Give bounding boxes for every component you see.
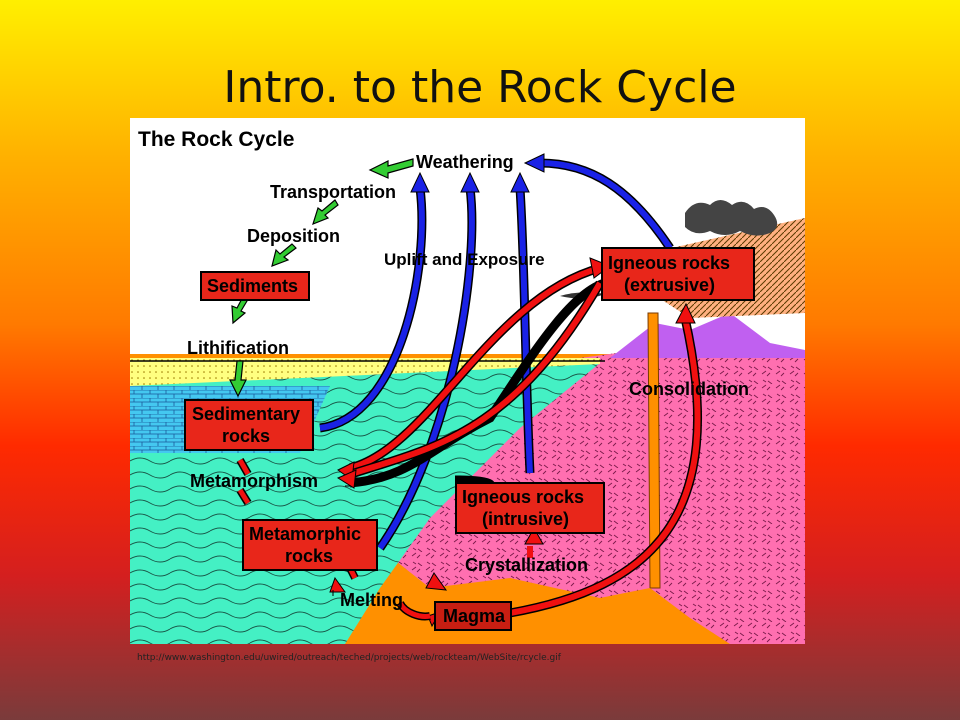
box-metamorphic-rocks: Metamorphic rocks <box>242 519 378 571</box>
sand-layer <box>130 358 600 386</box>
source-credit: http://www.washington.edu/uwired/outreac… <box>137 653 561 663</box>
conduit <box>647 312 661 589</box>
box-intrusive-line2: (intrusive) <box>482 509 569 529</box>
box-magma-label: Magma <box>443 606 506 626</box>
label-deposition: Deposition <box>247 226 340 246</box>
label-lithification: Lithification <box>187 338 289 358</box>
box-igneous-intrusive: Igneous rocks (intrusive) <box>455 482 605 534</box>
box-sediments-label: Sediments <box>207 276 298 296</box>
label-uplift: Uplift and Exposure <box>384 250 545 269</box>
diagram-heading: The Rock Cycle <box>138 128 294 151</box>
box-sedimentary-rocks: Sedimentary rocks <box>184 399 314 451</box>
label-transportation: Transportation <box>270 182 396 202</box>
box-sedimentary-line2: rocks <box>222 426 270 446</box>
box-extrusive-line2: (extrusive) <box>624 275 715 295</box>
box-extrusive-line1: Igneous rocks <box>608 253 730 273</box>
label-melting: Melting <box>340 590 403 610</box>
rock-cycle-diagram: The Rock Cycle Weathering Transportation… <box>130 118 805 644</box>
box-metamorphic-line2: rocks <box>285 546 333 566</box>
box-intrusive-line1: Igneous rocks <box>462 487 584 507</box>
label-crystallization: Crystallization <box>465 555 588 575</box>
green-arrows <box>229 158 414 398</box>
box-magma: Magma <box>434 601 512 631</box>
box-metamorphic-line1: Metamorphic <box>249 524 361 544</box>
label-consolidation: Consolidation <box>629 379 749 399</box>
box-sediments: Sediments <box>200 271 310 301</box>
box-sedimentary-line1: Sedimentary <box>192 404 300 424</box>
volcano <box>610 313 805 358</box>
label-weathering: Weathering <box>416 152 514 172</box>
box-igneous-extrusive: Igneous rocks (extrusive) <box>601 247 755 301</box>
label-metamorphism: Metamorphism <box>190 471 318 491</box>
ash-cloud <box>685 200 778 236</box>
slide-title: Intro. to the Rock Cycle <box>223 62 737 113</box>
